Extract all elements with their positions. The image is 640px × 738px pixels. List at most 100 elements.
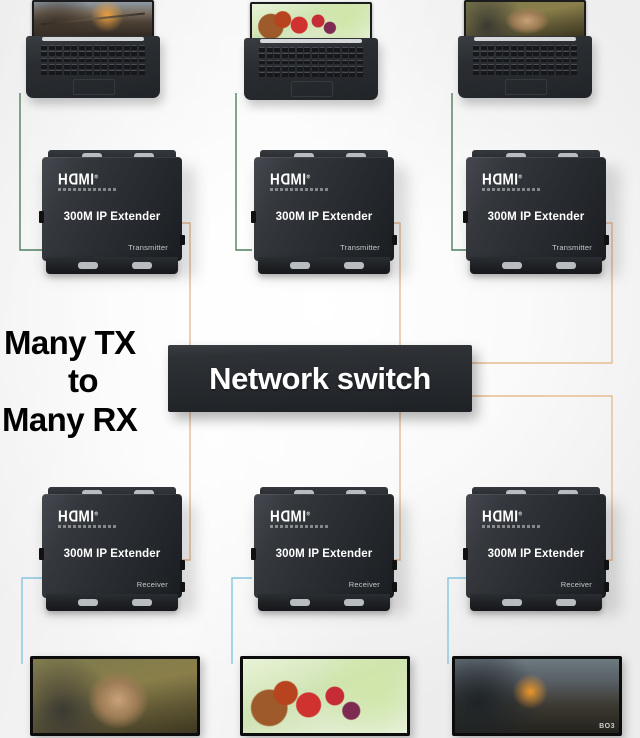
monitor-bezel: BO3 (452, 656, 622, 736)
monitor-screen: BO3 (455, 659, 619, 733)
device-mount-tab (134, 490, 154, 497)
device-mount-tab (502, 262, 522, 269)
device-port-right (392, 582, 397, 592)
hdmi-logo-icon: HDMI® (482, 507, 523, 526)
hdmi-logo-subtext (58, 525, 118, 528)
device-role-label: Transmitter (128, 243, 168, 252)
device-mount-tab (134, 153, 154, 160)
laptop-base (458, 36, 592, 98)
hdmi-logo-subtext (270, 525, 330, 528)
device-mount-tab (78, 599, 98, 606)
device-bottom-bracket (258, 257, 390, 274)
device-mount-tab (132, 262, 152, 269)
laptop-lid (32, 0, 154, 38)
device-port-right (392, 560, 397, 570)
hdmi-logo-subtext (270, 188, 330, 191)
laptop-screen-content (466, 2, 584, 36)
device-port-left (463, 211, 468, 223)
transmitter-1: HDMI® 300M IP Extender Transmitter (38, 150, 196, 278)
device-model-label: 300M IP Extender (63, 548, 161, 560)
device-port-right (180, 235, 185, 245)
device-port-left (39, 211, 44, 223)
display-monitor-2 (240, 656, 410, 736)
monitor-screen-content (33, 659, 197, 733)
device-mount-tab (344, 262, 364, 269)
device-bottom-bracket (46, 257, 178, 274)
monitor-watermark: BO3 (599, 723, 615, 730)
hdmi-logo-icon: HDMI® (482, 170, 523, 189)
hdmi-logo-icon: HDMI® (58, 170, 99, 189)
monitor-screen (243, 659, 407, 733)
network-switch-label: Network switch (209, 360, 431, 396)
device-bottom-bracket (470, 594, 602, 611)
laptop-screen-content (252, 4, 370, 38)
hdmi-logo-icon: HDMI® (270, 170, 311, 189)
laptop-hinge (474, 37, 576, 41)
device-bottom-bracket (470, 257, 602, 274)
device-mount-tab (290, 599, 310, 606)
device-mount-tab (344, 599, 364, 606)
device-mount-tab (556, 262, 576, 269)
transmitter-2: HDMI® 300M IP Extender Transmitter (250, 150, 408, 278)
receiver-3: HDMI® 300M IP Extender Receiver (462, 487, 620, 615)
network-switch: Network switch (168, 345, 472, 412)
hdmi-logo-icon: HDMI® (58, 507, 99, 526)
monitor-screen (33, 659, 197, 733)
device-port-left (251, 211, 256, 223)
display-monitor-1 (30, 656, 200, 736)
device-mount-tab (294, 490, 314, 497)
laptop-keyboard (41, 45, 145, 75)
device-port-right (604, 235, 609, 245)
caption-line-2: to (68, 362, 99, 400)
hdmi-logo-subtext (482, 525, 542, 528)
device-body: HDMI® 300M IP Extender Transmitter (463, 157, 609, 261)
device-body: HDMI® 300M IP Extender Transmitter (251, 157, 397, 261)
laptop-trackpad (291, 81, 333, 97)
hdmi-logo-subtext (482, 188, 542, 191)
device-port-left (463, 548, 468, 560)
device-mount-tab (78, 262, 98, 269)
device-mount-tab (294, 153, 314, 160)
device-mount-tab (346, 153, 366, 160)
device-mount-tab (558, 490, 578, 497)
device-mount-tab (82, 153, 102, 160)
device-port-right (604, 560, 609, 570)
device-mount-tab (82, 490, 102, 497)
laptop-base (26, 36, 160, 98)
caption-line-1: Many TX (4, 324, 136, 361)
hdmi-logo-subtext (58, 188, 118, 191)
transmitter-3: HDMI® 300M IP Extender Transmitter (462, 150, 620, 278)
device-role-label: Receiver (560, 580, 592, 589)
monitor-bezel (30, 656, 200, 736)
device-mount-tab (558, 153, 578, 160)
device-mount-tab (502, 599, 522, 606)
device-body: HDMI® 300M IP Extender Receiver (39, 494, 185, 598)
device-bottom-bracket (258, 594, 390, 611)
diagram-caption: Many TX to Many RX (0, 324, 166, 439)
laptop-keyboard (259, 47, 363, 77)
device-model-label: 300M IP Extender (63, 211, 161, 223)
device-role-label: Receiver (136, 580, 168, 589)
laptop-lid (464, 0, 586, 38)
laptop-lid (250, 2, 372, 40)
display-monitor-3: BO3 (452, 656, 622, 736)
device-mount-tab (506, 490, 526, 497)
device-mount-tab (346, 490, 366, 497)
caption-line-3: Many RX (2, 400, 138, 438)
receiver-2: HDMI® 300M IP Extender Receiver (250, 487, 408, 615)
device-mount-tab (132, 599, 152, 606)
laptop-hinge (260, 39, 362, 43)
device-port-left (39, 548, 44, 560)
device-port-right (180, 582, 185, 592)
device-role-label: Transmitter (340, 243, 380, 252)
device-port-right (392, 235, 397, 245)
laptop-base (244, 38, 378, 100)
device-role-label: Transmitter (552, 243, 592, 252)
device-mount-tab (556, 599, 576, 606)
device-role-label: Receiver (348, 580, 380, 589)
device-body: HDMI® 300M IP Extender Receiver (251, 494, 397, 598)
monitor-bezel (240, 656, 410, 736)
device-port-right (604, 582, 609, 592)
laptop-keyboard (473, 45, 577, 75)
